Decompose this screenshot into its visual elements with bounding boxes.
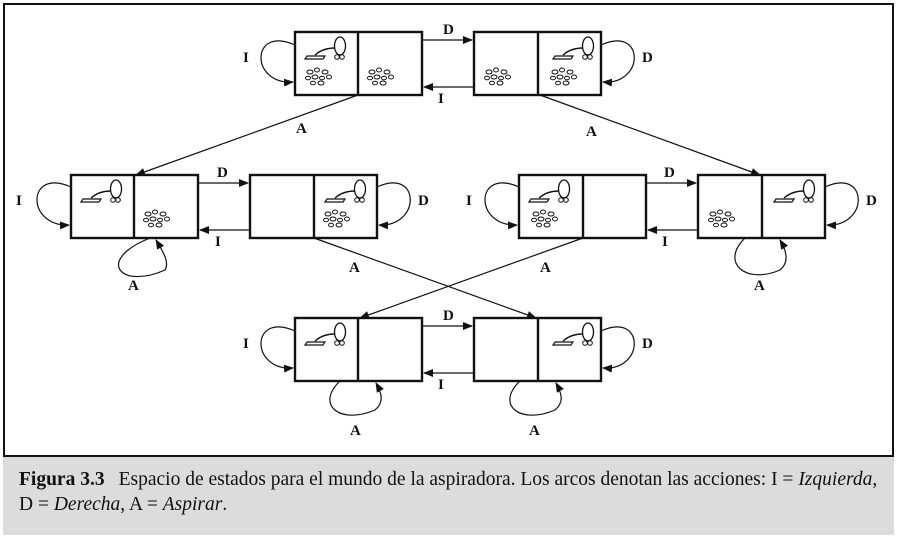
edge-suck xyxy=(359,237,584,319)
label-left: I xyxy=(243,336,249,352)
self-loop-suck xyxy=(734,237,789,276)
label-suck: A xyxy=(540,260,551,276)
label-left: I xyxy=(466,193,472,209)
label-suck: A xyxy=(754,278,765,294)
self-loop-suck xyxy=(329,380,384,416)
caption-figure-number: Figura 3.3 xyxy=(19,469,105,490)
label-suck: A xyxy=(350,423,361,439)
label-suck: A xyxy=(349,260,360,276)
self-loop-right xyxy=(600,326,635,373)
label-suck: A xyxy=(529,423,540,439)
label-left: I xyxy=(438,377,444,393)
self-loop-left xyxy=(260,40,296,87)
label-left: I xyxy=(662,234,668,250)
edge-suck xyxy=(313,237,537,319)
label-left: I xyxy=(438,91,444,107)
self-loop-left xyxy=(260,326,296,373)
label-suck: A xyxy=(296,121,307,137)
figure-caption: Figura 3.3 Espacio de estados para el mun… xyxy=(3,455,894,535)
figure-frame xyxy=(3,3,894,535)
label-right: D xyxy=(664,165,675,181)
self-loop-left xyxy=(36,182,72,230)
caption-derecha: Derecha xyxy=(53,494,121,515)
self-loop-right xyxy=(824,182,859,230)
state-space-diagram: D I I D A A D I I D A A D I I D A A D I … xyxy=(16,22,877,439)
caption-sep: , A = xyxy=(120,494,158,515)
label-right: D xyxy=(418,193,429,209)
label-left: I xyxy=(16,193,22,209)
label-left: I xyxy=(215,234,221,250)
caption-sep: , D = xyxy=(19,469,878,515)
label-right: D xyxy=(443,308,454,324)
self-loop-suck xyxy=(509,380,564,416)
self-loop-left xyxy=(484,182,520,230)
caption-text: Espacio de estados para el mundo de la a… xyxy=(118,469,794,490)
label-right: D xyxy=(443,22,454,38)
edge-suck xyxy=(135,94,359,176)
caption-aspirar: Aspirar xyxy=(162,494,223,515)
label-right: D xyxy=(642,50,653,66)
label-left: I xyxy=(243,50,249,66)
edge-suck xyxy=(539,94,761,176)
self-loop-suck xyxy=(118,237,168,278)
label-right: D xyxy=(642,336,653,352)
label-right: D xyxy=(866,193,877,209)
label-suck: A xyxy=(586,124,597,140)
label-suck: A xyxy=(128,278,139,294)
self-loop-right xyxy=(376,182,411,230)
label-right: D xyxy=(217,165,228,181)
caption-end: . xyxy=(222,494,228,515)
caption-izquierda: Izquierda xyxy=(798,469,873,490)
self-loop-right xyxy=(600,40,635,87)
